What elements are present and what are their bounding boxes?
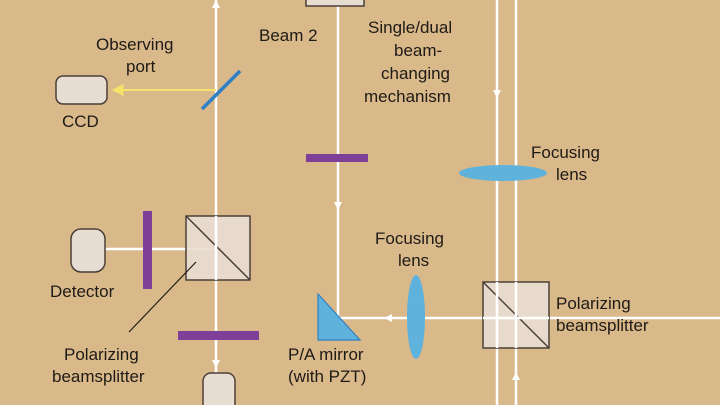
label-beam2: Beam 2 bbox=[259, 26, 318, 45]
label-ccd: CCD bbox=[62, 112, 99, 131]
label-polarizing-bs-right: Polarizing beamsplitter bbox=[556, 294, 649, 335]
label-focusing-lens-mid: Focusing lens bbox=[375, 229, 449, 270]
beam-arrows bbox=[212, 0, 520, 380]
beam-arrow bbox=[512, 372, 520, 380]
detector bbox=[70, 228, 106, 273]
waveplate-center bbox=[306, 154, 368, 162]
beam-arrow bbox=[212, 360, 220, 368]
beam-overlay bbox=[214, 216, 549, 348]
polarizing-beamsplitter-left bbox=[185, 215, 251, 281]
waveplate-detector bbox=[143, 211, 152, 289]
pointer-line bbox=[128, 261, 197, 333]
focusing-lens-right bbox=[459, 165, 547, 181]
beam-arrow bbox=[384, 314, 392, 322]
label-focusing-lens-right: Focusing lens bbox=[531, 143, 605, 184]
pa-mirror-prism bbox=[317, 292, 362, 341]
observing-port-mirror bbox=[200, 69, 242, 111]
beam-arrow bbox=[334, 202, 342, 210]
focusing-lens-middle bbox=[407, 275, 425, 359]
waveplate-bottom bbox=[178, 331, 259, 340]
label-pa-mirror: P/A mirror (with PZT) bbox=[288, 345, 368, 386]
label-single-dual: Single/dual beam- changing mechanism bbox=[364, 18, 457, 106]
bottom-component bbox=[202, 372, 236, 405]
beam-arrow bbox=[212, 0, 220, 8]
beam-arrow bbox=[493, 90, 501, 98]
label-detector: Detector bbox=[50, 282, 115, 301]
label-observing-port: Observing port bbox=[96, 35, 178, 76]
label-polarizing-bs-left: Polarizing beamsplitter bbox=[52, 345, 145, 386]
beam-changing-mechanism bbox=[305, 0, 365, 7]
ccd-camera bbox=[55, 75, 108, 105]
